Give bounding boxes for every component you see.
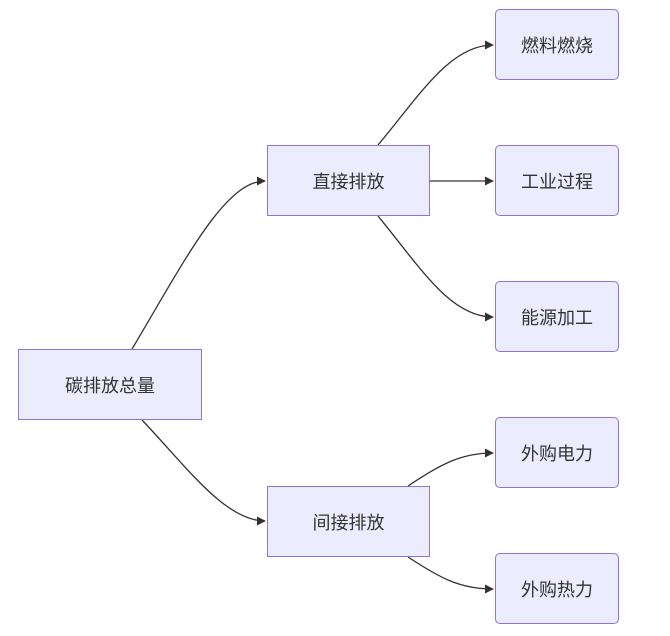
edge-direct-to-fuel: [377, 40, 494, 146]
node-energy-processing-label: 能源加工: [521, 307, 593, 329]
node-purchased-heat-label: 外购热力: [521, 579, 593, 601]
node-fuel-combustion-label: 燃料燃烧: [521, 35, 593, 57]
node-direct-emissions: 直接排放: [267, 145, 430, 216]
node-indirect-emissions-label: 间接排放: [312, 512, 385, 534]
node-purchased-heat: 外购热力: [495, 553, 619, 624]
node-direct-emissions-label: 直接排放: [312, 171, 385, 193]
node-fuel-combustion: 燃料燃烧: [495, 9, 619, 80]
node-total-emissions: 碳排放总量: [18, 349, 202, 420]
edge-total-to-direct: [131, 176, 266, 350]
node-energy-processing: 能源加工: [495, 281, 619, 352]
edge-indirect-to-heat: [407, 556, 494, 594]
node-purchased-electricity: 外购电力: [495, 417, 619, 488]
node-industrial-process-label: 工业过程: [521, 171, 593, 193]
node-industrial-process: 工业过程: [495, 145, 619, 216]
edge-indirect-to-power: [407, 448, 494, 487]
node-purchased-electricity-label: 外购电力: [521, 443, 593, 465]
node-indirect-emissions: 间接排放: [267, 486, 430, 557]
node-total-emissions-label: 碳排放总量: [65, 375, 155, 397]
edge-direct-to-energy: [377, 215, 494, 322]
edge-total-to-indirect: [141, 419, 266, 526]
